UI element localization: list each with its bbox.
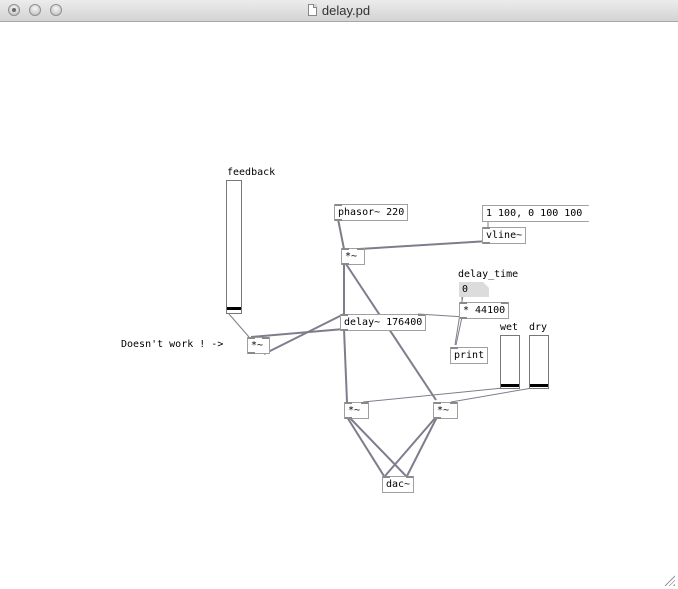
delay-time-number-box[interactable]: 0: [459, 282, 489, 297]
wire-dry-to-dac-left[interactable]: [384, 416, 437, 477]
wire-wet-to-mul[interactable]: [362, 387, 504, 403]
mul-top-object[interactable]: *~: [341, 248, 365, 265]
dac-object-text: dac~: [386, 479, 411, 490]
dac-object[interactable]: dac~: [382, 476, 415, 493]
patch-canvas[interactable]: feedback phasor~ 220 1 100, 0 100 100 vl…: [0, 22, 678, 589]
mul-dry-inlet-left[interactable]: [434, 402, 441, 404]
wet-label: wet: [500, 322, 519, 333]
wire-wet-to-dac-left[interactable]: [346, 416, 385, 477]
phasor-object[interactable]: phasor~ 220: [334, 204, 409, 221]
zoom-window-button[interactable]: [50, 4, 62, 16]
mul-dry-object-text: *~: [437, 405, 450, 416]
dac-inlet-left[interactable]: [383, 476, 390, 478]
delay-object[interactable]: delay~ 176400: [340, 314, 427, 331]
wet-slider[interactable]: [500, 335, 520, 389]
phasor-outlet[interactable]: [335, 219, 342, 221]
comment-doesnt-work: Doesn't work ! ->: [121, 339, 224, 350]
mul-wet-object-text: *~: [348, 405, 361, 416]
mul-wet-outlet[interactable]: [345, 417, 352, 419]
wire-delay-to-fb-mul[interactable]: [250, 328, 345, 338]
wire-fb-mul-to-delay[interactable]: [263, 313, 345, 355]
phasor-object-text: phasor~ 220: [338, 207, 405, 218]
mul-wet-inlet-right[interactable]: [361, 402, 368, 404]
mul-feedback-object-text: *~: [251, 340, 264, 351]
patch-connections: [228, 218, 533, 477]
resize-grip-icon[interactable]: [664, 575, 675, 586]
wire-vline-to-mul[interactable]: [358, 240, 490, 250]
envelope-message-box[interactable]: 1 100, 0 100 100: [482, 205, 589, 222]
mul-feedback-object[interactable]: *~: [247, 337, 270, 354]
wire-dry-to-dac-right[interactable]: [406, 416, 438, 477]
wire-phasor-to-mul[interactable]: [337, 218, 345, 250]
window-title: delay.pd: [321, 3, 371, 18]
delay-outlet[interactable]: [341, 329, 348, 331]
wire-mulconst-to-print[interactable]: [455, 316, 463, 346]
vline-object[interactable]: vline~: [482, 227, 527, 244]
vline-object-text: vline~: [486, 230, 523, 241]
mul-feedback-inlet-right[interactable]: [262, 337, 269, 339]
delay-time-value: 0: [462, 284, 469, 295]
vline-inlet[interactable]: [483, 227, 490, 229]
mul-feedback-outlet[interactable]: [248, 352, 255, 354]
wire-delay-to-wet-mul[interactable]: [343, 328, 348, 403]
mul-dry-object[interactable]: *~: [433, 402, 458, 419]
delay-time-label: delay_time: [458, 269, 519, 280]
mul-const-inlet-right[interactable]: [501, 302, 509, 304]
mul-const-outlet[interactable]: [460, 317, 467, 319]
mul-const-object[interactable]: * 44100: [459, 302, 510, 319]
dry-label: dry: [529, 322, 548, 333]
mul-const-object-text: * 44100: [463, 305, 506, 316]
dry-slider[interactable]: [529, 335, 549, 389]
print-object-text: print: [454, 350, 485, 361]
mul-dry-outlet[interactable]: [434, 417, 441, 419]
wire-slider-to-fb-mul[interactable]: [228, 313, 250, 338]
mul-top-object-text: *~: [345, 251, 358, 262]
mul-dry-inlet-right[interactable]: [450, 402, 457, 404]
feedback-slider[interactable]: [226, 180, 242, 314]
mul-const-inlet-left[interactable]: [460, 302, 467, 304]
print-inlet[interactable]: [451, 347, 458, 349]
mul-wet-inlet-left[interactable]: [345, 402, 352, 404]
minimize-window-button[interactable]: [29, 4, 41, 16]
mul-wet-object[interactable]: *~: [344, 402, 369, 419]
document-icon: [307, 4, 317, 16]
wet-slider-knob[interactable]: [501, 384, 519, 387]
vline-outlet[interactable]: [483, 242, 490, 244]
delay-inlet-left[interactable]: [341, 314, 348, 316]
delay-object-text: delay~ 176400: [344, 317, 423, 328]
window-title-wrap: delay.pd: [0, 3, 678, 18]
phasor-inlet[interactable]: [335, 204, 342, 206]
print-object[interactable]: print: [450, 347, 489, 364]
mul-top-inlet-right[interactable]: [357, 248, 364, 250]
mul-feedback-inlet-left[interactable]: [248, 337, 255, 339]
delay-inlet-right[interactable]: [418, 314, 426, 316]
title-bar: delay.pd: [0, 0, 678, 22]
feedback-slider-knob[interactable]: [227, 307, 241, 310]
wire-dry-to-mul[interactable]: [450, 387, 533, 403]
close-window-button[interactable]: [8, 4, 20, 16]
wire-wet-to-dac-right[interactable]: [348, 416, 407, 477]
mul-top-outlet[interactable]: [342, 263, 349, 265]
dry-slider-knob[interactable]: [530, 384, 548, 387]
feedback-label: feedback: [227, 167, 276, 178]
wire-mul-to-dry-mul[interactable]: [345, 263, 437, 401]
dac-inlet-right[interactable]: [406, 476, 414, 478]
envelope-message-text: 1 100, 0 100 100: [486, 208, 583, 219]
mul-top-inlet-left[interactable]: [342, 248, 349, 250]
